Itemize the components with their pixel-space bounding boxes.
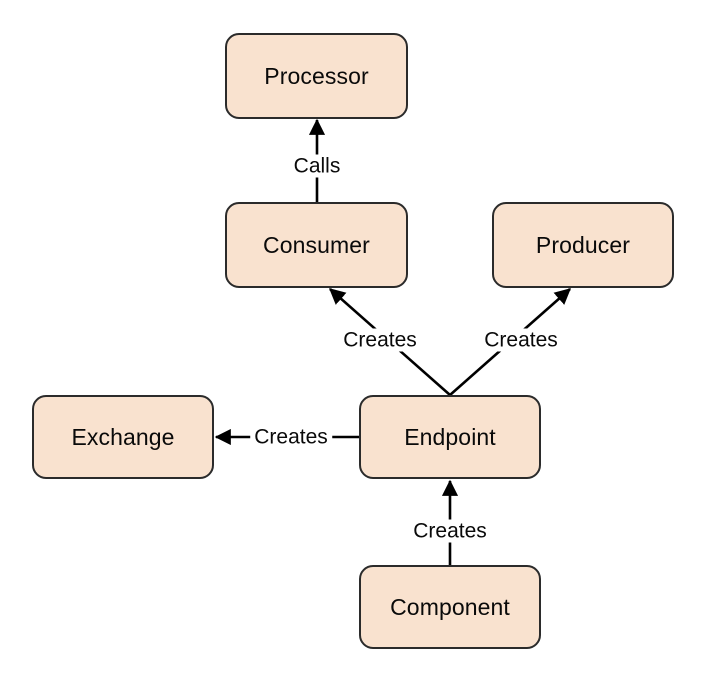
node-processor[interactable]: Processor [225, 33, 408, 119]
node-label-consumer: Consumer [263, 231, 370, 258]
edge-label-creates-consumer: Creates [339, 328, 421, 352]
node-label-processor: Processor [264, 62, 369, 89]
node-endpoint[interactable]: Endpoint [359, 395, 541, 479]
edge-label-creates-producer: Creates [480, 328, 562, 352]
node-consumer[interactable]: Consumer [225, 202, 408, 288]
node-label-component: Component [390, 593, 510, 620]
edge-label-creates-exchange: Creates [250, 425, 332, 449]
node-label-producer: Producer [535, 231, 631, 258]
node-label-endpoint: Endpoint [404, 423, 496, 450]
node-producer[interactable]: Producer [492, 202, 674, 288]
node-label-exchange: Exchange [71, 423, 175, 450]
edge-label-calls: Calls [289, 154, 345, 178]
edge-label-creates-endpoint: Creates [409, 519, 491, 543]
node-component[interactable]: Component [359, 565, 541, 649]
node-exchange[interactable]: Exchange [32, 395, 214, 479]
